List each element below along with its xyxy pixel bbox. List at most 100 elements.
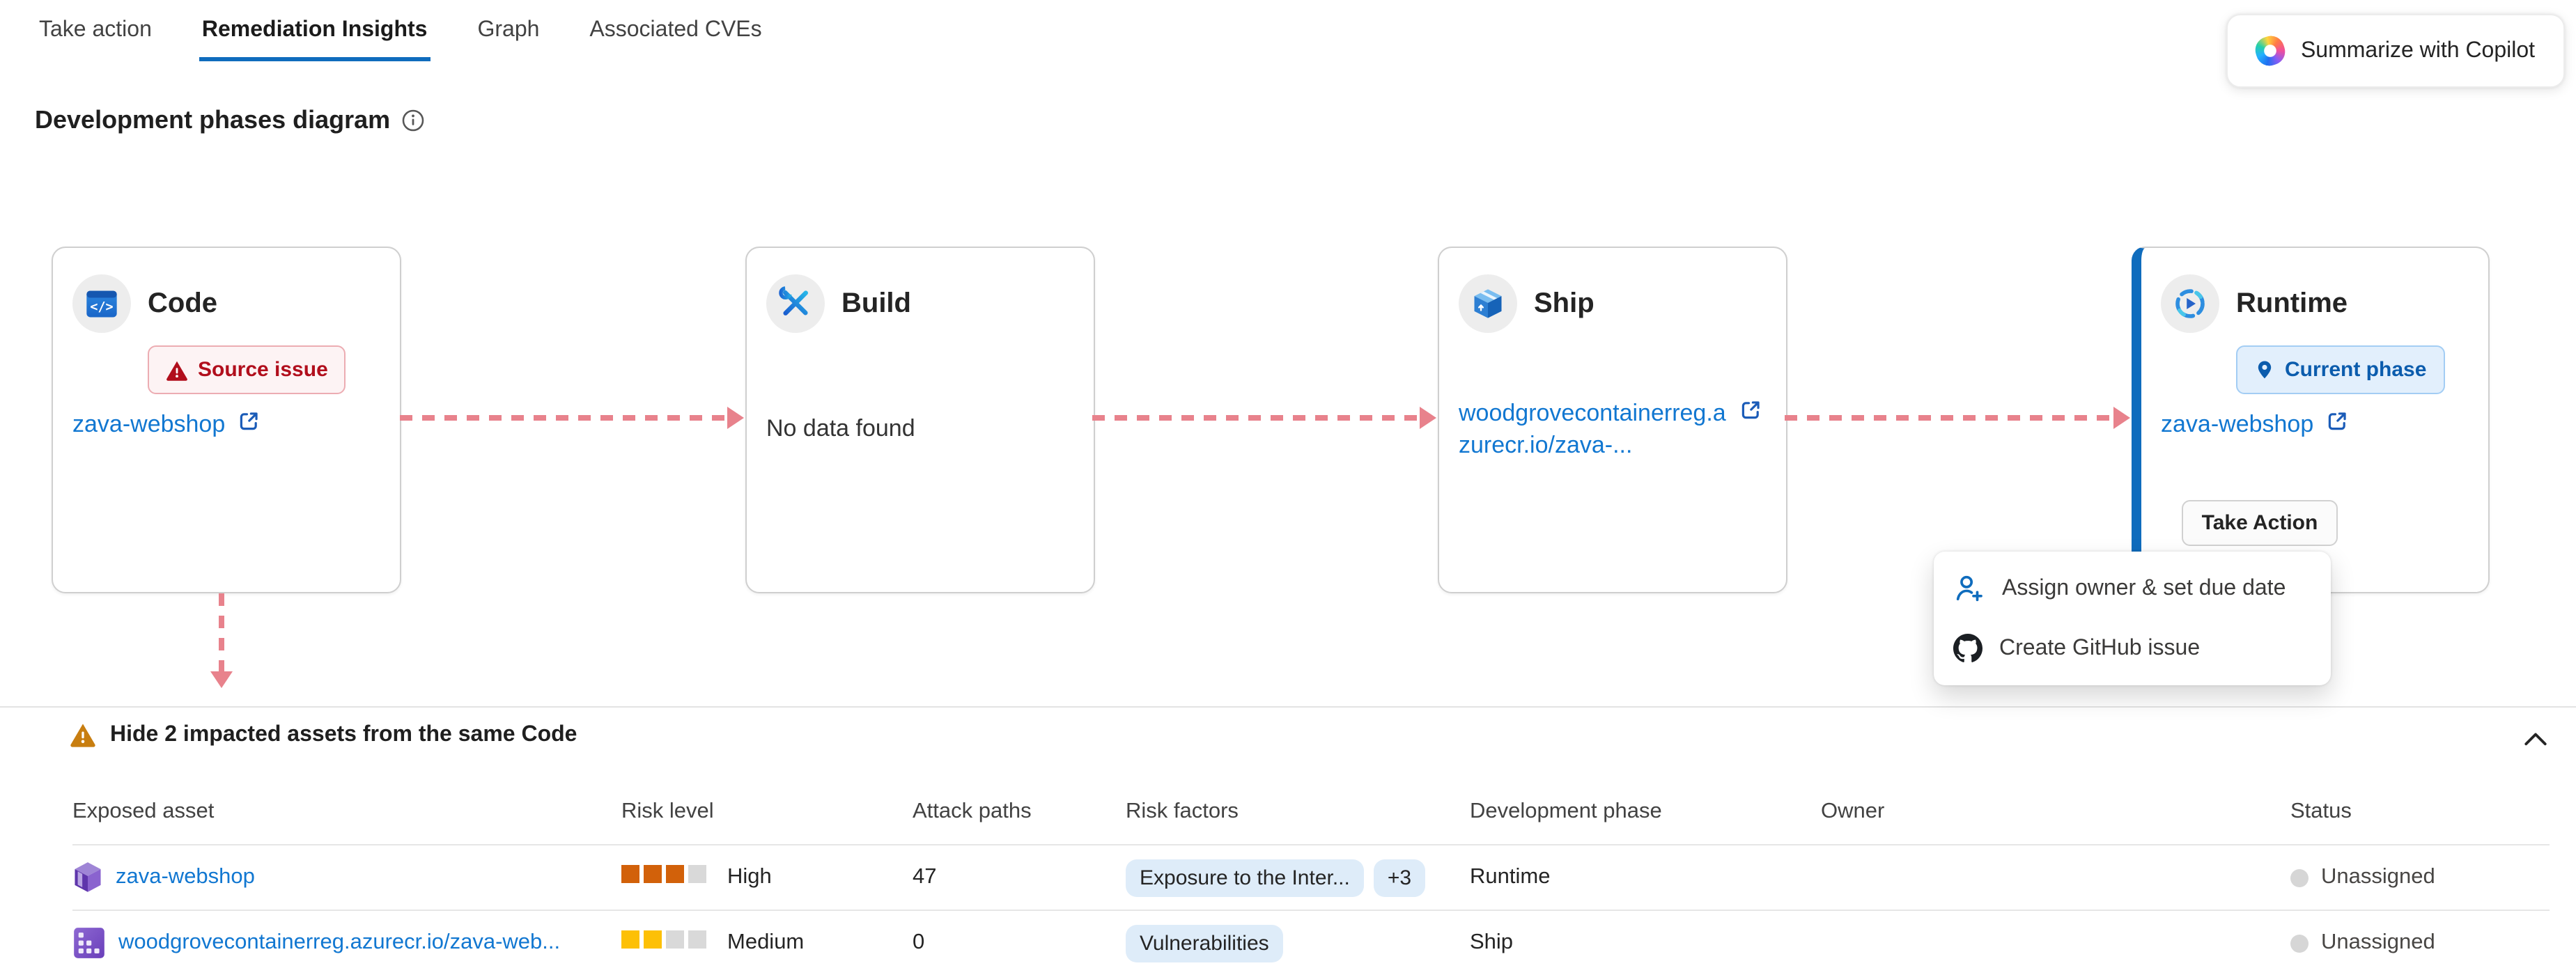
- assets-table-header: Exposed asset Risk level Attack paths Ri…: [72, 784, 2550, 845]
- column-header-risk-factors[interactable]: Risk factors: [1126, 800, 1239, 823]
- column-header-attack-paths[interactable]: Attack paths: [913, 800, 1032, 823]
- copilot-button-label: Summarize with Copilot: [2300, 38, 2536, 62]
- container-registry-icon: [72, 926, 106, 960]
- ship-registry-link[interactable]: woodgrovecontainerreg.azurecr.io/zava-..…: [1459, 398, 1762, 462]
- menu-item-create-github-issue[interactable]: Create GitHub issue: [1934, 618, 2331, 678]
- status-dot: [2290, 868, 2309, 887]
- external-link-icon[interactable]: [1739, 398, 1762, 422]
- phase-name: Ship: [1534, 288, 1595, 318]
- column-header-risk-level[interactable]: Risk level: [621, 800, 714, 823]
- github-icon: [1953, 634, 1983, 663]
- risk-factors-cell: Exposure to the Inter... +3: [1126, 845, 1435, 910]
- development-phase-cell: Ship: [1470, 930, 1514, 954]
- risk-level-cell: High: [621, 845, 772, 910]
- code-asset-link[interactable]: zava-webshop: [72, 410, 260, 442]
- phase-name: Code: [148, 288, 217, 318]
- info-icon[interactable]: [401, 109, 425, 132]
- build-card-header: Build: [747, 248, 1094, 333]
- code-card-header: </> Code: [53, 248, 400, 333]
- build-icon: [766, 274, 825, 333]
- impacted-assets-header-text: Hide 2 impacted assets from the same Cod…: [110, 722, 577, 746]
- impacted-assets-header[interactable]: Hide 2 impacted assets from the same Cod…: [70, 722, 577, 748]
- tab-associated-cves[interactable]: Associated CVEs: [589, 18, 762, 42]
- tab-graph[interactable]: Graph: [477, 18, 540, 42]
- table-row: woodgrovecontainerreg.azurecr.io/zava-we…: [72, 910, 2550, 975]
- warning-icon: [70, 722, 96, 748]
- connector-code-assets: [219, 593, 224, 671]
- copilot-icon: [2252, 32, 2290, 70]
- source-issue-label: Source issue: [198, 358, 328, 382]
- risk-level-label: Medium: [727, 930, 805, 954]
- runtime-icon: [2161, 274, 2219, 333]
- current-phase-label: Current phase: [2285, 358, 2427, 382]
- status-dot: [2290, 934, 2309, 952]
- status-label: Unassigned: [2321, 930, 2435, 954]
- phase-card-ship: Ship woodgrovecontainerreg.azurecr.io/za…: [1438, 247, 1787, 593]
- exposed-asset-cell: zava-webshop: [72, 845, 255, 910]
- phase-name: Build: [841, 288, 911, 318]
- tab-strip: Take action Remediation Insights Graph A…: [36, 0, 765, 61]
- exposed-asset-cell: woodgrovecontainerreg.azurecr.io/zava-we…: [72, 911, 560, 975]
- page-title: Development phases diagram: [35, 106, 425, 135]
- asset-link[interactable]: woodgrovecontainerreg.azurecr.io/zava-we…: [118, 930, 561, 954]
- risk-factors-cell: Vulnerabilities: [1126, 911, 1293, 975]
- risk-level-label: High: [727, 865, 772, 889]
- code-icon: </>: [72, 274, 131, 333]
- source-issue-badge: Source issue: [148, 345, 346, 394]
- arrowhead-runtime: [2113, 407, 2130, 429]
- risk-level-bars: [621, 865, 711, 890]
- column-header-exposed-asset[interactable]: Exposed asset: [72, 800, 215, 823]
- svg-text:</>: </>: [90, 299, 113, 314]
- phase-card-code: </> Code Source issue zava-webshop: [52, 247, 401, 593]
- ship-registry-link-text: woodgrovecontainerreg.azurecr.io/zava-..…: [1459, 400, 1726, 458]
- attack-paths-cell: 47: [913, 865, 937, 889]
- ship-icon: [1459, 274, 1517, 333]
- tab-take-action[interactable]: Take action: [39, 18, 152, 42]
- asset-link[interactable]: zava-webshop: [116, 865, 255, 889]
- warning-triangle-icon: [166, 360, 187, 380]
- page-title-text: Development phases diagram: [35, 106, 391, 134]
- runtime-asset-link[interactable]: zava-webshop: [2161, 410, 2348, 442]
- attack-paths-cell: 0: [913, 930, 925, 954]
- arrowhead-assets: [210, 671, 233, 688]
- risk-factor-pill: Vulnerabilities: [1126, 924, 1283, 962]
- collapse-chevron-up-icon[interactable]: [2522, 726, 2550, 754]
- external-link-icon[interactable]: [236, 410, 260, 433]
- arrowhead-build: [727, 407, 744, 429]
- connector-build-ship: [1092, 415, 1420, 421]
- status-cell: Unassigned: [2290, 845, 2435, 910]
- column-header-status[interactable]: Status: [2290, 800, 2352, 823]
- phase-card-build: Build No data found: [745, 247, 1095, 593]
- section-divider: [0, 706, 2576, 708]
- risk-level-bars: [621, 930, 711, 956]
- code-asset-link-text: zava-webshop: [72, 411, 226, 437]
- connector-ship-runtime: [1785, 415, 2113, 421]
- risk-factor-pill: Exposure to the Inter...: [1126, 859, 1364, 896]
- runtime-asset-link-text: zava-webshop: [2161, 411, 2314, 437]
- summarize-with-copilot-button[interactable]: Summarize with Copilot: [2226, 14, 2565, 88]
- column-header-development-phase[interactable]: Development phase: [1470, 800, 1662, 823]
- take-action-menu: Assign owner & set due date Create GitHu…: [1934, 552, 2331, 685]
- container-app-icon: [72, 861, 103, 894]
- phase-name: Runtime: [2236, 288, 2348, 318]
- status-label: Unassigned: [2321, 865, 2435, 889]
- take-action-button[interactable]: Take Action: [2182, 500, 2338, 546]
- tab-remediation-insights[interactable]: Remediation Insights: [199, 0, 430, 61]
- risk-factor-more-pill[interactable]: +3: [1373, 859, 1426, 896]
- person-add-icon: [1953, 572, 1985, 604]
- risk-level-cell: Medium: [621, 911, 804, 975]
- menu-item-assign-owner[interactable]: Assign owner & set due date: [1934, 559, 2331, 618]
- column-header-owner[interactable]: Owner: [1821, 800, 1885, 823]
- phase-card-runtime: Runtime Current phase zava-webshop Take …: [2132, 247, 2490, 593]
- connector-code-build: [400, 415, 727, 421]
- development-phase-cell: Runtime: [1470, 865, 1551, 889]
- arrowhead-ship: [1420, 407, 1436, 429]
- runtime-card-header: Runtime: [2141, 248, 2488, 333]
- location-pin-icon: [2258, 361, 2272, 379]
- external-link-icon[interactable]: [2325, 410, 2348, 433]
- menu-item-label: Assign owner & set due date: [2002, 576, 2286, 600]
- status-cell: Unassigned: [2290, 911, 2435, 975]
- table-row: zava-webshop High 47 Exposure to the Int…: [72, 845, 2550, 910]
- ship-card-header: Ship: [1439, 248, 1786, 333]
